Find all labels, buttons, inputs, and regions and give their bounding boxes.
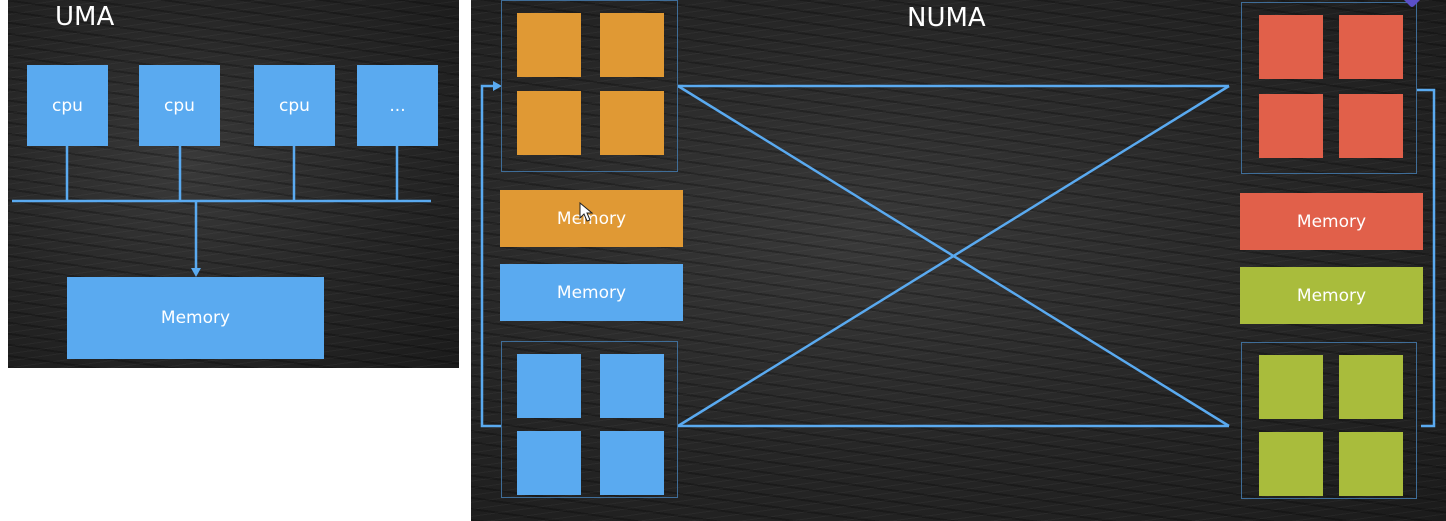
memory-bottom-left: Memory: [500, 264, 683, 321]
cpu-core: [1339, 355, 1403, 419]
overlay-badge-icon: [1404, 0, 1420, 7]
uma-cpu-3: cpu: [254, 65, 335, 146]
mouse-cursor-icon: [579, 202, 593, 222]
left-loop-arrow: [493, 81, 502, 91]
cpu-core: [1339, 94, 1403, 158]
cpu-core: [517, 13, 581, 77]
cpu-core: [1339, 432, 1403, 496]
numa-interconnect-lines: [480, 81, 1436, 428]
cpu-core: [517, 91, 581, 155]
cpu-core: [600, 13, 664, 77]
link-left-loop: [480, 84, 501, 428]
link-right-loop: [1416, 88, 1436, 428]
cpu-core: [1259, 432, 1323, 496]
uma-cpu-2: cpu: [139, 65, 220, 146]
uma-memory: Memory: [67, 277, 324, 359]
uma-bus-lines: [12, 146, 431, 277]
cpu-core: [1339, 15, 1403, 79]
numa-node-top-right: [1241, 2, 1417, 174]
numa-node-top-left: [501, 0, 678, 172]
cpu-core: [600, 354, 664, 418]
cpu-core: [517, 431, 581, 495]
memory-bottom-right: Memory: [1240, 267, 1423, 324]
numa-diagram-panel: NUMA Memory Memory: [471, 0, 1446, 521]
cpu-core: [600, 431, 664, 495]
cpu-core: [1259, 355, 1323, 419]
memory-top-left: Memory: [500, 190, 683, 247]
numa-node-bottom-right: [1241, 342, 1417, 499]
cpu-core: [1259, 94, 1323, 158]
uma-title: UMA: [55, 2, 115, 32]
numa-title: NUMA: [907, 3, 986, 33]
cpu-core: [600, 91, 664, 155]
uma-cpu-1: cpu: [27, 65, 108, 146]
uma-cpu-more: ...: [357, 65, 438, 146]
uma-memory-arrow: [191, 268, 201, 277]
memory-top-right: Memory: [1240, 193, 1423, 250]
cpu-core: [1259, 15, 1323, 79]
numa-node-bottom-left: [501, 341, 678, 498]
link-bottom-left-to-top-right: [677, 84, 1230, 428]
cpu-core: [517, 354, 581, 418]
uma-diagram-panel: UMA cpu cpu cpu ... Memory: [8, 0, 459, 368]
